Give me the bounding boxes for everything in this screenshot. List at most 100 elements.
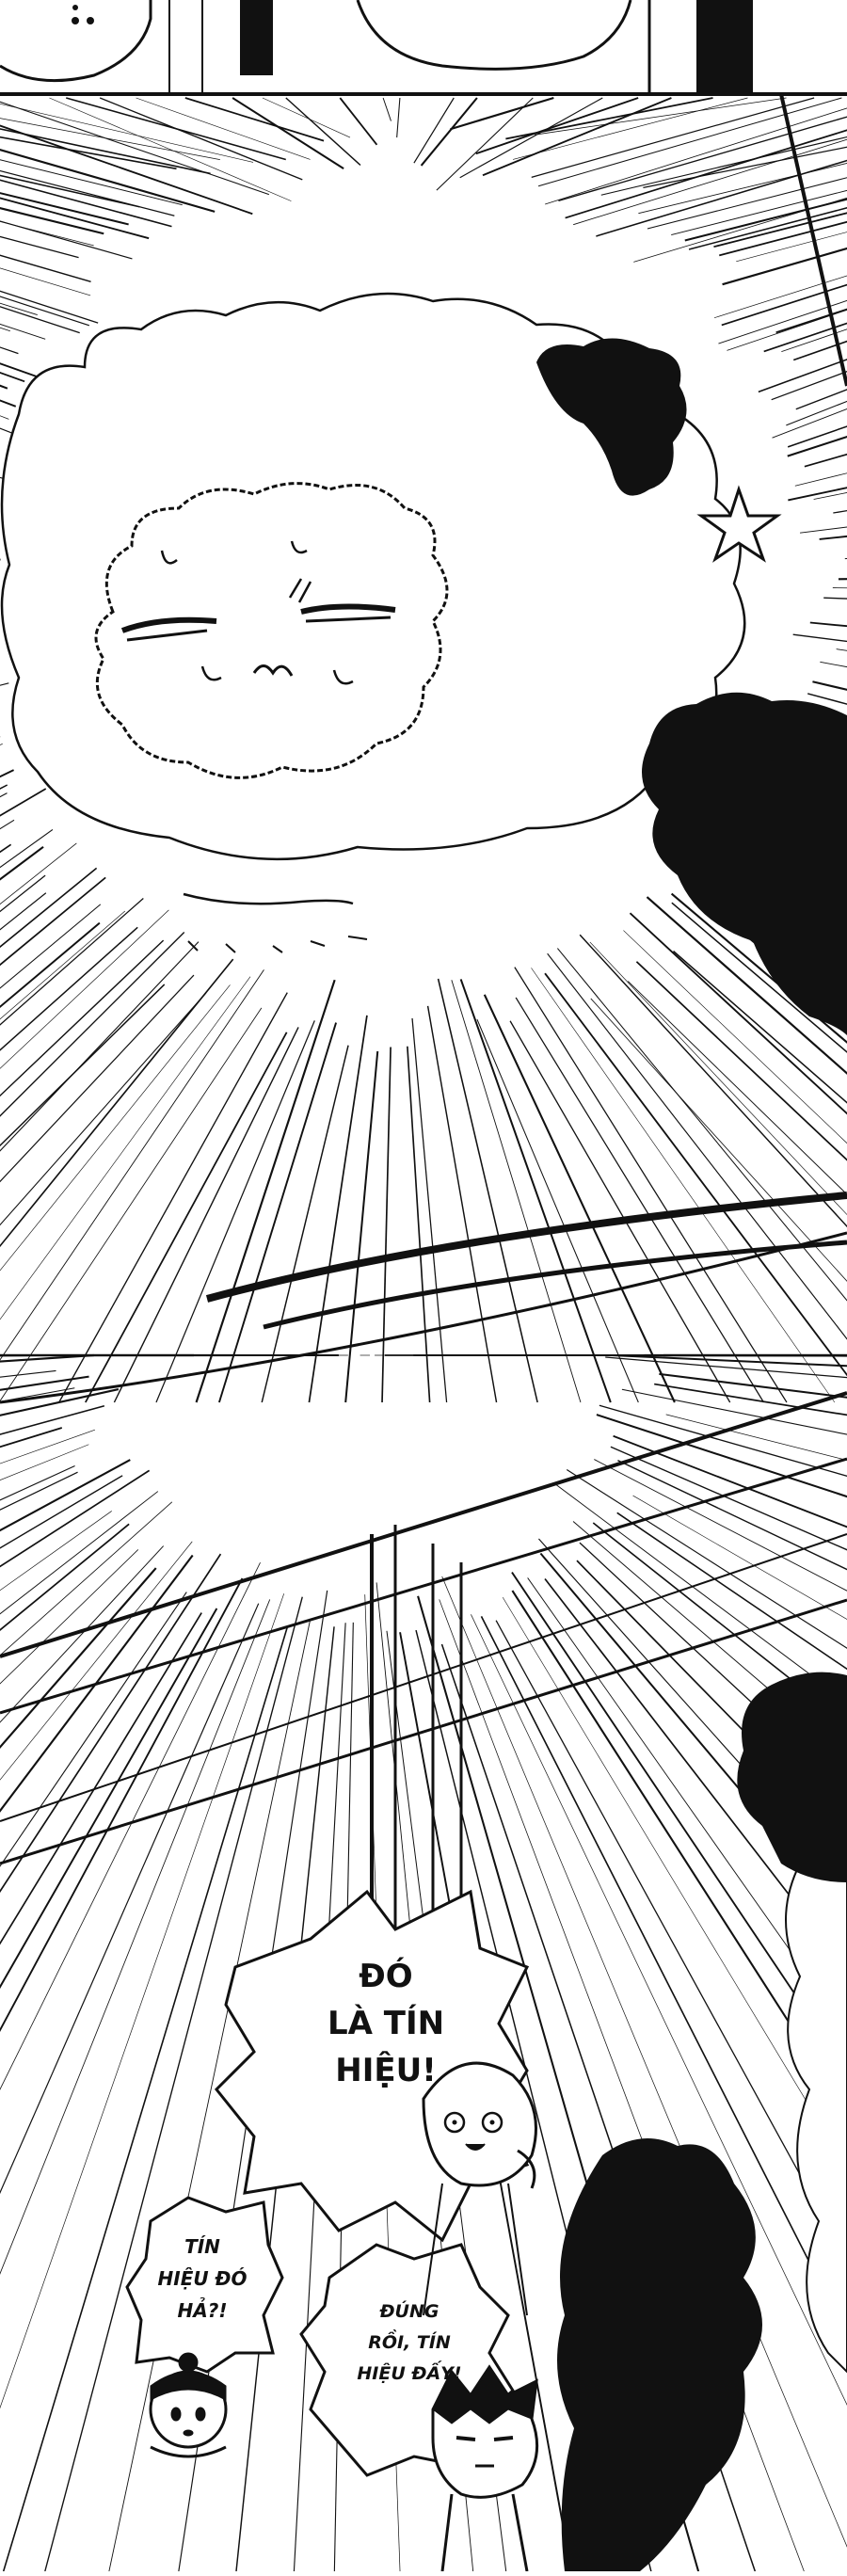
speed-line [0,1541,193,1781]
speed-line [527,1577,847,2032]
speed-line [617,1459,847,1571]
speed-line [576,1560,847,1838]
speed-line [136,97,311,160]
speed-line [0,220,133,260]
dark-smoke-cloud-bottom-right [737,1672,847,1882]
character-bandana [149,2352,228,2458]
speed-line [344,1050,379,1403]
speed-line [579,934,847,1228]
speed-line [594,1459,847,1592]
dark-smoke-cloud-bottom [557,2138,762,2571]
speed-line [0,898,144,1026]
speed-line [436,97,534,191]
dark-smoke-cloud-right [642,692,847,1035]
speed-line [671,902,847,1053]
speed-line [44,1596,303,2572]
speed-line [113,1027,299,1403]
speed-line [600,136,847,196]
speed-line [572,1521,847,1757]
speed-line [0,1562,261,2090]
speed-line [0,941,200,1152]
speed-line [596,1414,847,1498]
speed-line [437,978,538,1403]
speed-line [459,97,603,179]
dark-smoke-cloud-top [536,338,687,496]
speed-line [0,984,166,1147]
bubble-right-line-2: RỒI, TÍN [368,2332,451,2353]
cloud-face [94,482,449,779]
speed-line [502,1596,847,2169]
speed-line [610,1446,847,1551]
speed-line [0,1501,173,1656]
speed-line [632,1495,847,1620]
speech-bubble-left-shape [125,2196,284,2374]
speed-line [420,97,478,167]
speed-line [413,97,455,164]
speed-line [544,1578,847,1972]
speed-line [643,146,847,188]
speed-line [0,1599,271,2275]
speed-line [511,1572,847,2073]
speed-line [547,952,847,1340]
speed-line [0,169,175,216]
speed-line [99,97,303,181]
speed-line [539,1552,847,1919]
speed-line [592,1522,847,1725]
speed-line [308,1015,368,1403]
speed-line [0,1577,244,2033]
speed-line [0,904,102,989]
bubble-left-line-1: TÍN [184,2235,220,2258]
speed-line [0,1612,202,1945]
speed-line [0,207,104,235]
speed-line [0,976,251,1320]
speed-line [0,124,253,216]
speed-line [0,101,270,196]
speed-line [261,1045,349,1403]
speech-bubble-main: ĐÓ LÀ TÍN HIỆU! [296,1953,475,2094]
speed-line [512,97,748,160]
speed-line [407,1046,431,1403]
speed-line [688,207,847,250]
speed-line [579,1542,847,1792]
speed-line [451,980,582,1403]
speed-line [722,247,847,286]
speed-line [713,275,847,319]
speed-line [49,97,292,201]
bubble-main-line-3: HIỆU! [335,2052,437,2089]
speed-line [184,97,325,142]
bubble-right-line-3: HIỆU ĐẤY! [357,2363,462,2384]
speed-line [262,97,351,138]
speed-line [509,1020,731,1403]
speed-line [515,997,765,1403]
speed-line [505,97,713,140]
speed-line [381,1047,392,1403]
speed-line [0,128,211,175]
speed-line [0,1553,222,1894]
speed-line [646,896,847,1075]
speed-line [670,892,847,1044]
speed-line [450,96,554,131]
speed-line [426,1005,498,1403]
speed-line [0,149,216,213]
speed-line [611,1353,847,1368]
speed-line [0,179,172,228]
speed-line [459,979,612,1403]
speed-line [599,1404,847,1478]
top-panel-strip [0,0,847,96]
speed-line [0,910,126,1020]
speed-line [621,1388,847,1435]
speed-line [0,1592,187,1867]
speed-line [671,189,847,236]
speed-line [0,174,140,208]
speed-line [58,992,288,1403]
speed-line [480,1616,847,2338]
speed-line [0,1545,165,1723]
speed-line [382,97,392,121]
speed-line [0,1554,194,1813]
speed-line [538,1538,847,1884]
speed-line [2,1626,288,2572]
speed-line [0,921,101,1009]
speed-line [0,969,264,1361]
speed-line [545,107,847,205]
